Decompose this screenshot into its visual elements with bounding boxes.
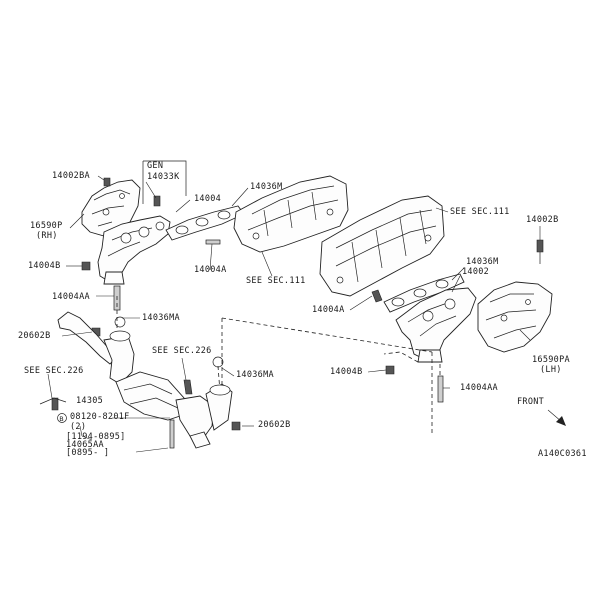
label-p1-line2: 14065AA [66, 440, 104, 450]
label-20602b-left: 20602B [18, 331, 51, 341]
bolt-callout-marker: B [57, 413, 67, 423]
label-bolt-qty: (2) [70, 422, 87, 432]
label-14004b-right: 14004B [330, 367, 363, 377]
lh-heat-shield [477, 281, 553, 353]
rh-heat-shield [81, 179, 141, 237]
label-see-sec-226-top: SEE SEC.226 [152, 346, 212, 356]
front-arrow-icon [547, 409, 566, 426]
rh-exhaust-manifold [97, 215, 171, 285]
label-see-sec-226-left: SEE SEC.226 [24, 366, 84, 376]
label-14036ma-top: 14036MA [142, 313, 180, 323]
label-see-sec-111-mid: SEE SEC.111 [246, 276, 306, 286]
label-see-sec-111-top: SEE SEC.111 [450, 207, 510, 217]
label-bolt-code: 08120-8201F [70, 412, 130, 422]
label-14004aa-left: 14004AA [52, 292, 90, 302]
label-p1-line3: [0895- ] [66, 448, 110, 458]
svg-text:B: B [59, 415, 63, 423]
label-14004a-mid: 14004A [194, 265, 227, 275]
label-front: FRONT [517, 397, 545, 407]
label-p1-line1: [1194-0895] [66, 432, 126, 442]
label-14004-top: 14004 [194, 194, 222, 204]
label-14004aa-right: 14004AA [460, 383, 498, 393]
label-diagram-code: A140C0361 [538, 449, 587, 459]
label-14002b: 14002B [526, 215, 559, 225]
label-14004a-right: 14004A [312, 305, 345, 315]
label-16590p: 16590P [30, 221, 63, 231]
gen-bracket [142, 160, 187, 204]
front-exhaust-pipe [39, 311, 233, 449]
label-14305: 14305 [76, 396, 104, 406]
label-leaders [47, 175, 541, 453]
label-20602b-bottom: 20602B [258, 420, 291, 430]
label-lh: (LH) [540, 365, 562, 375]
rh-manifold-gasket [165, 205, 245, 241]
label-gen: GEN [147, 161, 164, 171]
label-14033k: 14033K [147, 172, 180, 182]
lh-exhaust-manifold [395, 287, 477, 363]
label-14036m-top: 14036M [250, 182, 283, 192]
assembly-leader-lines [116, 296, 441, 436]
lh-manifold-gasket [383, 273, 465, 313]
label-14002ba: 14002BA [52, 171, 90, 181]
label-14004b-left: 14004B [28, 261, 61, 271]
label-14036m-right: 14036M [466, 257, 499, 267]
rh-cylinder-head [233, 175, 349, 253]
label-14036ma-mid: 14036MA [236, 370, 274, 380]
label-16590pa: 16590PA [532, 355, 570, 365]
label-14002: 14002 [462, 267, 490, 277]
lh-cylinder-head [319, 195, 445, 297]
label-rh: (RH) [36, 231, 58, 241]
